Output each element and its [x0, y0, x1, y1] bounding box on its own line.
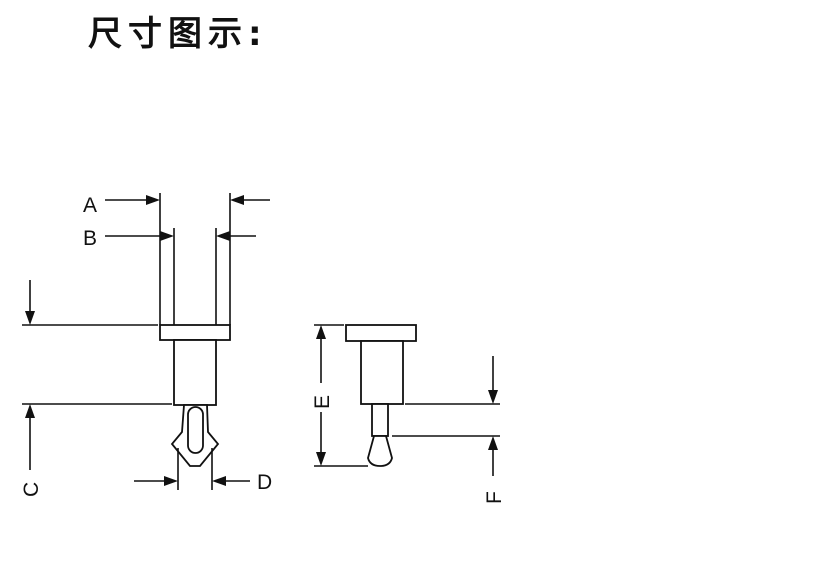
shank	[173, 339, 217, 406]
side-shank	[360, 340, 404, 405]
dimension-f: F	[483, 356, 506, 504]
arrowhead	[216, 231, 230, 241]
head-flange	[159, 324, 231, 341]
arrowhead	[25, 311, 35, 325]
dimension-a: A	[83, 194, 270, 217]
arrowhead	[212, 476, 226, 486]
side-view-part	[345, 324, 417, 467]
side-tapered-tip	[367, 435, 393, 467]
dimension-label-e: E	[311, 395, 334, 409]
side-head-flange	[345, 324, 417, 342]
dimension-c: C	[20, 280, 43, 497]
dimension-b: B	[83, 227, 256, 250]
arrowhead	[316, 452, 326, 466]
dimension-d: D	[134, 471, 272, 494]
page-title: 尺寸图示:	[88, 14, 268, 54]
arrowhead	[488, 436, 498, 450]
dimension-label-a: A	[83, 194, 97, 217]
dimension-label-f: F	[483, 491, 506, 504]
arrowhead	[160, 231, 174, 241]
arrowhead	[488, 390, 498, 404]
dimension-label-d: D	[257, 471, 272, 494]
side-neck	[371, 403, 389, 437]
dimension-label-c: C	[20, 482, 43, 497]
front-view-part	[159, 324, 231, 467]
split-slot	[187, 406, 204, 454]
dimension-e: E	[311, 325, 334, 466]
dimension-label-b: B	[83, 227, 97, 250]
arrowhead	[25, 404, 35, 418]
arrowhead	[146, 195, 160, 205]
arrowhead	[164, 476, 178, 486]
arrowhead	[230, 195, 244, 205]
arrowhead	[316, 325, 326, 339]
